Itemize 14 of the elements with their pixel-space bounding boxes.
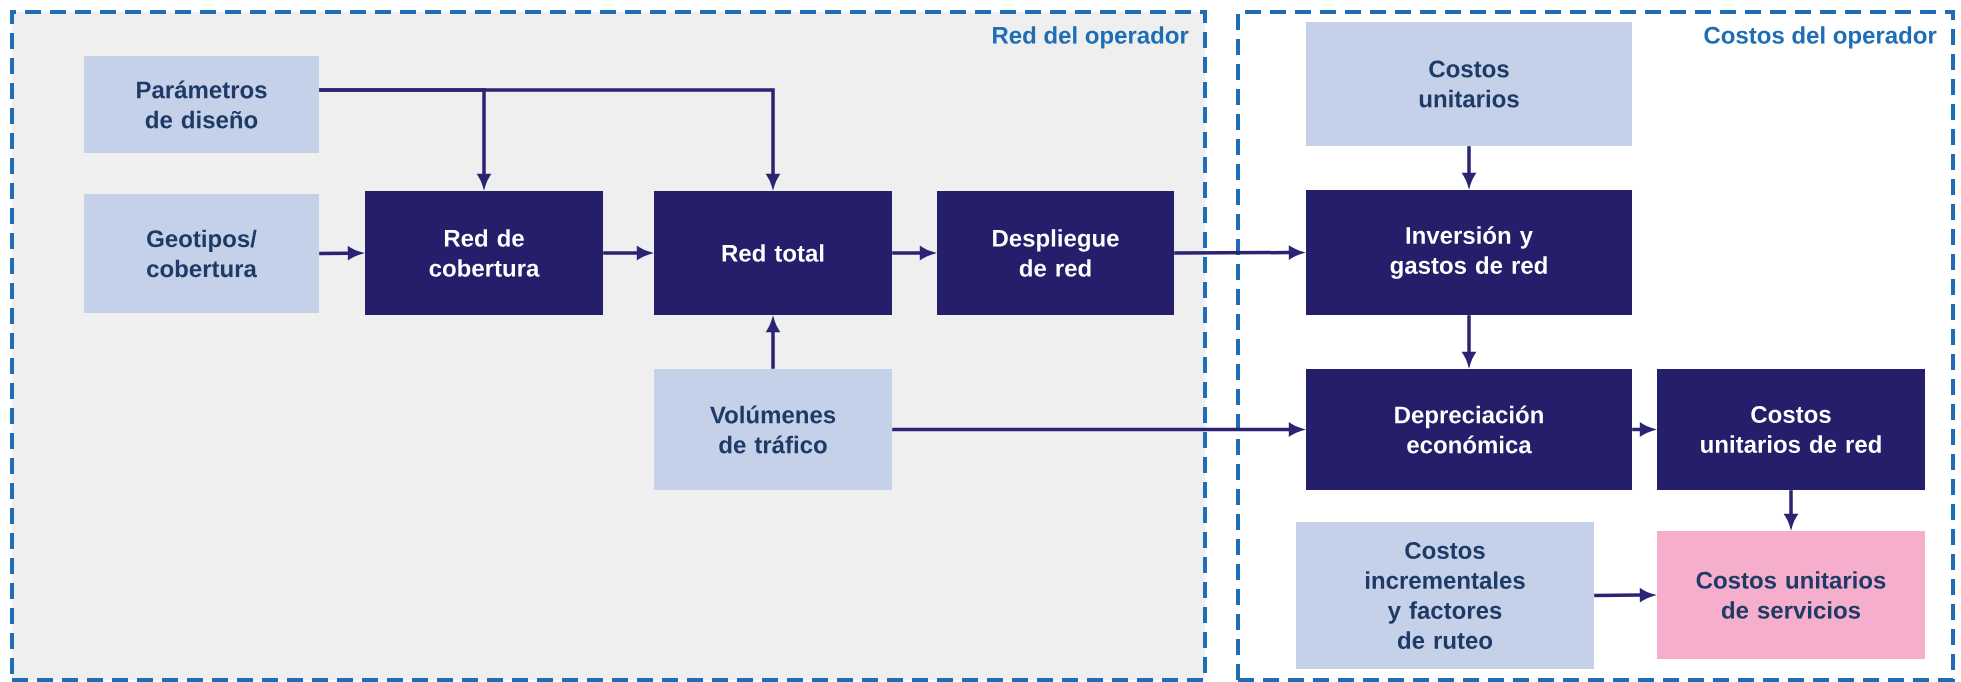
input-box: Volúmenes de tráfico (654, 369, 892, 490)
result-box: Costos unitarios de servicios (1657, 531, 1925, 659)
panel-title: Costos del operador (1704, 26, 1937, 49)
process-box: Despliegue de red (937, 191, 1174, 315)
process-box: Red total (654, 191, 892, 315)
input-box: Parámetros de diseño (84, 56, 319, 153)
process-box: Depreciación económica (1306, 369, 1632, 490)
input-box: Costos unitarios (1306, 22, 1632, 146)
process-box: Red de cobertura (365, 191, 603, 315)
process-box: Inversión y gastos de red (1306, 190, 1632, 315)
panel-title: Red del operador (993, 26, 1189, 49)
process-box: Costos unitarios de red (1657, 369, 1925, 490)
input-box: Costos incrementales y factores de ruteo (1296, 522, 1594, 669)
input-box: Geotipos/ cobertura (84, 194, 319, 313)
